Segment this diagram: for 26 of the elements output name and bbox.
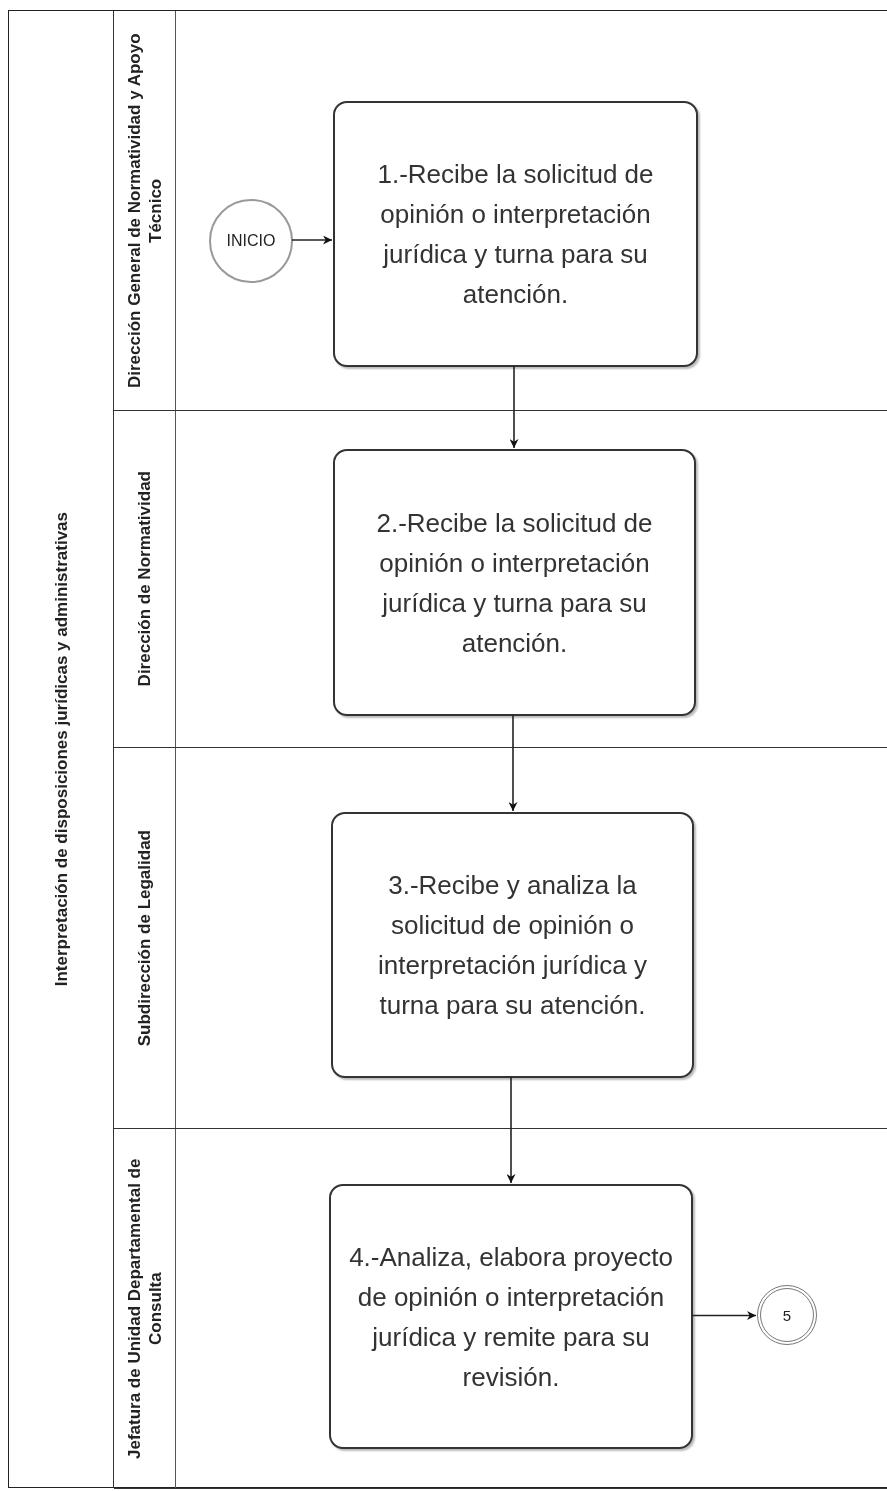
- process-box: [333, 449, 696, 716]
- arrow: [508, 714, 518, 812]
- lane-title: Jefatura de Unidad Departamental de Consulta: [123, 1157, 166, 1461]
- process-text: 1.-Recibe la solicitud de opinión o interpretación jurídica y turna para su atención.: [376, 158, 655, 311]
- arrow: [691, 1311, 757, 1320]
- process-text: 2.-Recibe la solicitud de opinión o interpretación jurídica y turna para su atención.: [375, 506, 654, 660]
- process-box: [329, 1184, 693, 1449]
- swimlane: [114, 1129, 887, 1489]
- swimlane: [114, 411, 887, 748]
- arrow: [509, 365, 519, 449]
- swimlane: [114, 748, 887, 1129]
- circle-label: INICIO: [226, 232, 276, 250]
- pool: [8, 10, 887, 1488]
- arrow: [291, 235, 333, 245]
- process-text: 3.-Recibe y analiza la solicitud de opinión o interpretación jurídica y turna para su atención.: [377, 869, 648, 1022]
- process-text: 4.-Analiza, elabora proyecto de opinión o interpretación jurídica y remite para su revisión.: [348, 1240, 674, 1394]
- arrow: [506, 1076, 516, 1184]
- circle-label: 5: [782, 1306, 792, 1324]
- connector-circle: [757, 1285, 817, 1345]
- lane-title: Dirección General de Normatividad y Apoyo Técnico: [123, 32, 166, 390]
- process-box: [333, 101, 698, 367]
- pool-title: Interpretación de disposiciones jurídicas y administrativas: [50, 511, 72, 987]
- lane-title: Dirección de Normatividad: [134, 471, 155, 687]
- lane-title: Subdirección de Legalidad: [134, 829, 155, 1047]
- swimlane: [114, 11, 887, 411]
- process-box: [331, 812, 694, 1078]
